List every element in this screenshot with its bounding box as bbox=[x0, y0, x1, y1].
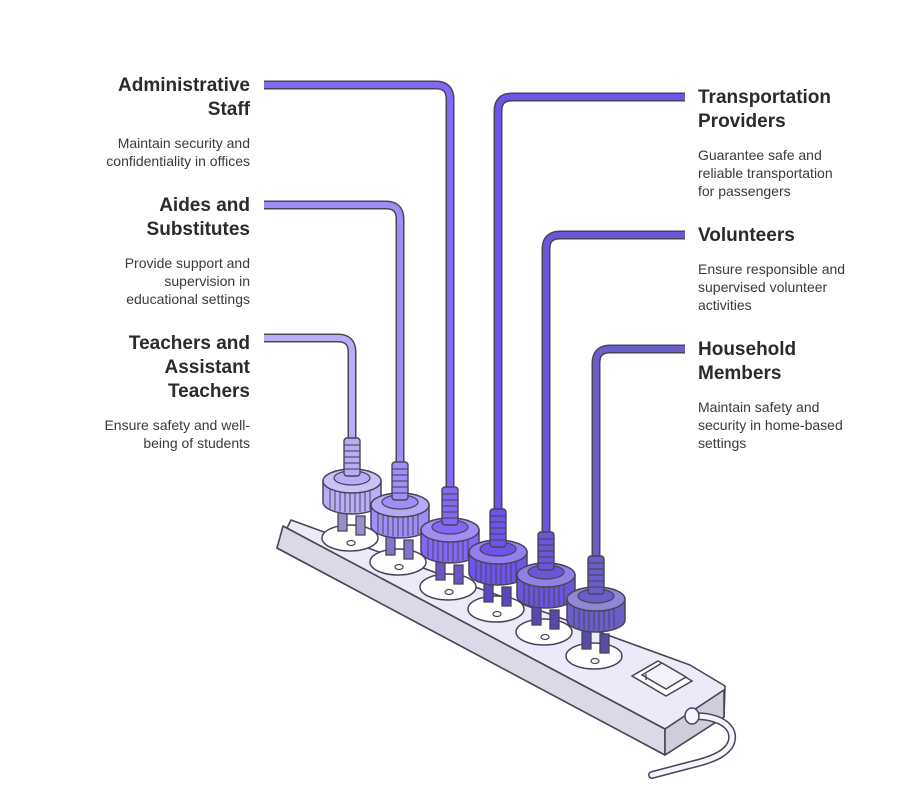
cables bbox=[264, 80, 685, 556]
plug-1 bbox=[322, 437, 382, 536]
prong-left bbox=[385, 535, 396, 556]
power-switch bbox=[630, 660, 694, 697]
label-title: Administrative Staff bbox=[118, 75, 250, 120]
label-teachers-assistants: Teachers and Assistant Teachers Ensure s… bbox=[80, 332, 250, 452]
cable-2 bbox=[264, 202, 403, 462]
plugs bbox=[322, 437, 626, 654]
cable-1 bbox=[264, 335, 355, 438]
prong-right bbox=[453, 564, 464, 585]
cord-grommet bbox=[684, 707, 700, 725]
label-transportation-providers: Transportation Providers Guarantee safe … bbox=[698, 86, 868, 200]
label-title: Teachers and Assistant Teachers bbox=[128, 333, 250, 402]
label-volunteers: Volunteers Ensure responsible and superv… bbox=[698, 224, 868, 314]
socket-1 bbox=[321, 524, 379, 552]
plug-3 bbox=[420, 486, 480, 585]
cable-5 bbox=[543, 232, 685, 532]
label-title: Volunteers bbox=[698, 225, 795, 246]
prong-left bbox=[483, 582, 494, 603]
label-household-members: Household Members Maintain safety and se… bbox=[698, 338, 868, 452]
label-administrative-staff: Administrative Staff Maintain security a… bbox=[80, 74, 250, 170]
cord-body bbox=[649, 713, 735, 778]
plug-2 bbox=[370, 461, 430, 560]
socket-4 bbox=[467, 595, 525, 623]
socket-ground-6 bbox=[590, 657, 600, 665]
label-description: Provide support and supervision in educa… bbox=[124, 255, 250, 307]
switch-rocker bbox=[640, 662, 688, 690]
label-description: Guarantee safe and reliable transportati… bbox=[698, 147, 833, 199]
socket-ground-2 bbox=[394, 563, 404, 571]
prong-right bbox=[355, 515, 366, 536]
cable-outline-5 bbox=[541, 230, 685, 532]
socket-2 bbox=[369, 548, 427, 576]
prong-right bbox=[599, 633, 610, 654]
prong-right bbox=[501, 586, 512, 607]
prong-left bbox=[531, 605, 542, 626]
socket-ground-1 bbox=[346, 539, 356, 547]
socket-ground-3 bbox=[444, 588, 454, 596]
cable-4 bbox=[495, 94, 685, 509]
cable-outline-6 bbox=[591, 344, 685, 556]
cable-outline-1 bbox=[264, 333, 357, 438]
prong-left bbox=[337, 511, 348, 532]
cable-6 bbox=[593, 346, 685, 556]
socket-ground-5 bbox=[540, 633, 550, 641]
socket-6 bbox=[565, 642, 623, 670]
label-description: Maintain safety and security in home-bas… bbox=[698, 399, 843, 451]
prong-right bbox=[549, 609, 560, 630]
sockets bbox=[321, 524, 623, 670]
label-title: Transportation Providers bbox=[698, 87, 832, 132]
cable-outline-3 bbox=[264, 80, 455, 487]
label-title: Household Members bbox=[698, 339, 797, 384]
plug-6 bbox=[566, 555, 626, 654]
label-title: Aides and Substitutes bbox=[146, 195, 250, 240]
label-description: Ensure safety and well- being of student… bbox=[104, 417, 250, 451]
socket-ground-4 bbox=[492, 610, 502, 618]
socket-5 bbox=[515, 618, 573, 646]
prong-right bbox=[403, 539, 414, 560]
label-description: Ensure responsible and supervised volunt… bbox=[698, 261, 846, 313]
cable-3 bbox=[264, 82, 453, 487]
plug-5 bbox=[516, 531, 576, 630]
power-cord bbox=[648, 707, 736, 779]
socket-3 bbox=[419, 573, 477, 601]
label-aides-substitutes: Aides and Substitutes Provide support an… bbox=[80, 194, 250, 308]
label-description: Maintain security and confidentiality in… bbox=[106, 135, 250, 169]
prong-left bbox=[435, 560, 446, 581]
prong-left bbox=[581, 629, 592, 650]
